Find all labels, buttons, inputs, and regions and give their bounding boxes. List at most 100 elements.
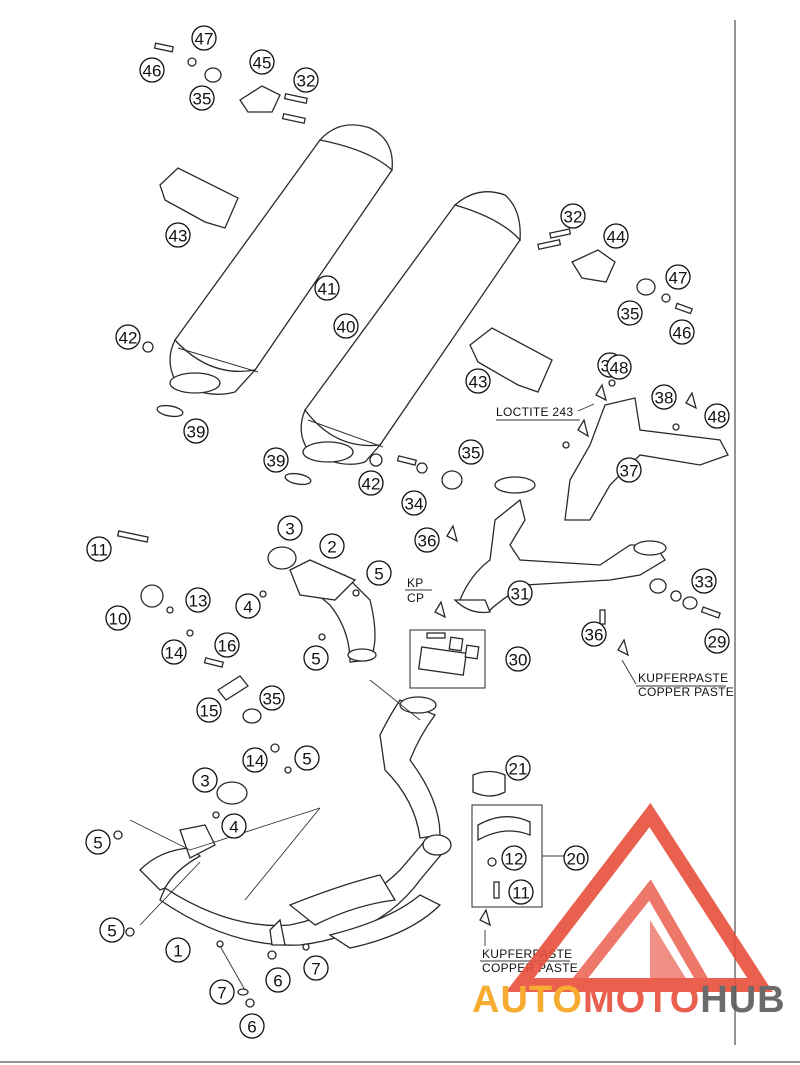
fasteners-upper (142, 42, 694, 490)
svg-text:5: 5 (302, 750, 311, 769)
callout-29: 29 (704, 628, 730, 654)
kupferpaste-note-2: KUPFERPASTE (482, 947, 572, 961)
callout-42: 42 (115, 324, 141, 350)
callout-16: 16 (214, 632, 240, 658)
svg-text:7: 7 (217, 984, 226, 1003)
callout-4: 4 (235, 593, 261, 619)
callout-35: 35 (189, 85, 215, 111)
svg-text:35: 35 (621, 305, 640, 324)
svg-text:41: 41 (318, 280, 337, 299)
callout-38: 38 (651, 384, 677, 410)
svg-text:12: 12 (505, 850, 524, 869)
leader-lines (129, 403, 637, 991)
callout-32: 32 (293, 67, 319, 93)
callout-35: 35 (458, 439, 484, 465)
svg-text:16: 16 (218, 637, 237, 656)
callout-13: 13 (185, 587, 211, 613)
callout-42: 42 (358, 470, 384, 496)
clamp-44 (571, 249, 616, 283)
callout-labels: 1233445555566771011111213141415162021293… (85, 25, 730, 1039)
callout-2: 2 (319, 533, 345, 559)
callout-47: 47 (665, 264, 691, 290)
svg-text:39: 39 (187, 423, 206, 442)
svg-text:4: 4 (243, 598, 252, 617)
svg-text:6: 6 (273, 972, 282, 991)
gasket-3-upper (267, 546, 297, 570)
svg-text:11: 11 (90, 541, 108, 560)
clamp-ring-21 (472, 770, 506, 797)
svg-text:33: 33 (695, 573, 714, 592)
callout-41: 41 (314, 275, 340, 301)
svg-text:36: 36 (585, 626, 604, 645)
bracket-37 (564, 397, 729, 521)
svg-text:30: 30 (509, 651, 528, 670)
callout-39: 39 (183, 418, 209, 444)
svg-text:5: 5 (107, 922, 116, 941)
svg-text:35: 35 (462, 444, 481, 463)
callout-35: 35 (617, 300, 643, 326)
svg-text:47: 47 (669, 269, 688, 288)
callout-12: 12 (501, 845, 527, 871)
bracket-43-left (159, 167, 239, 229)
callout-46: 46 (669, 319, 695, 345)
svg-text:35: 35 (193, 90, 212, 109)
callout-5: 5 (85, 829, 111, 855)
callout-5: 5 (294, 745, 320, 771)
callout-36: 36 (414, 527, 440, 553)
callout-4: 4 (221, 813, 247, 839)
svg-text:20: 20 (567, 850, 586, 869)
svg-text:14: 14 (246, 752, 265, 771)
svg-text:5: 5 (374, 565, 383, 584)
svg-text:10: 10 (109, 610, 128, 629)
callout-35: 35 (259, 685, 285, 711)
svg-text:5: 5 (93, 834, 102, 853)
callout-10: 10 (105, 605, 131, 631)
muffler-left (169, 124, 393, 395)
callout-5: 5 (99, 917, 125, 943)
bracket-43-right (469, 327, 553, 393)
callout-5: 5 (366, 560, 392, 586)
svg-text:32: 32 (297, 72, 316, 91)
callout-7: 7 (303, 955, 329, 981)
svg-text:21: 21 (509, 760, 528, 779)
svg-text:43: 43 (469, 373, 488, 392)
kp-note: KP (407, 576, 424, 590)
kupferpaste-note-1: KUPFERPASTE (638, 671, 728, 685)
svg-text:3: 3 (200, 772, 209, 791)
svg-text:13: 13 (189, 592, 208, 611)
svg-text:47: 47 (195, 30, 214, 49)
svg-text:48: 48 (610, 359, 629, 378)
svg-text:44: 44 (607, 228, 626, 247)
svg-text:38: 38 (655, 389, 674, 408)
collector-31 (453, 476, 667, 614)
callout-44: 44 (603, 223, 629, 249)
callout-11: 11 (86, 536, 112, 562)
callout-3: 3 (192, 767, 218, 793)
svg-text:45: 45 (253, 54, 272, 73)
callout-11: 11 (508, 879, 534, 905)
callout-14: 14 (242, 747, 268, 773)
callout-47: 47 (191, 25, 217, 51)
svg-text:11: 11 (512, 884, 530, 903)
callout-14: 14 (161, 639, 187, 665)
header-pipes (139, 559, 452, 949)
callout-46: 46 (139, 57, 165, 83)
svg-text:42: 42 (119, 329, 138, 348)
svg-text:2: 2 (327, 538, 336, 557)
svg-text:43: 43 (169, 227, 188, 246)
callout-45: 45 (249, 49, 275, 75)
callout-48: 48 (704, 403, 730, 429)
clamp-assembly-left (116, 530, 292, 774)
muffler-right (300, 191, 521, 465)
callout-36: 36 (581, 621, 607, 647)
watermark-text: AUTOMOTOHUB (472, 979, 786, 1021)
svg-text:5: 5 (311, 650, 320, 669)
loctite-note: LOCTITE 243 (496, 405, 573, 419)
svg-text:40: 40 (337, 318, 356, 337)
svg-text:46: 46 (143, 62, 162, 81)
callout-6: 6 (265, 967, 291, 993)
callout-32: 32 (560, 203, 586, 229)
clamp-kit-20 (471, 804, 543, 927)
clamp-45 (239, 85, 281, 113)
